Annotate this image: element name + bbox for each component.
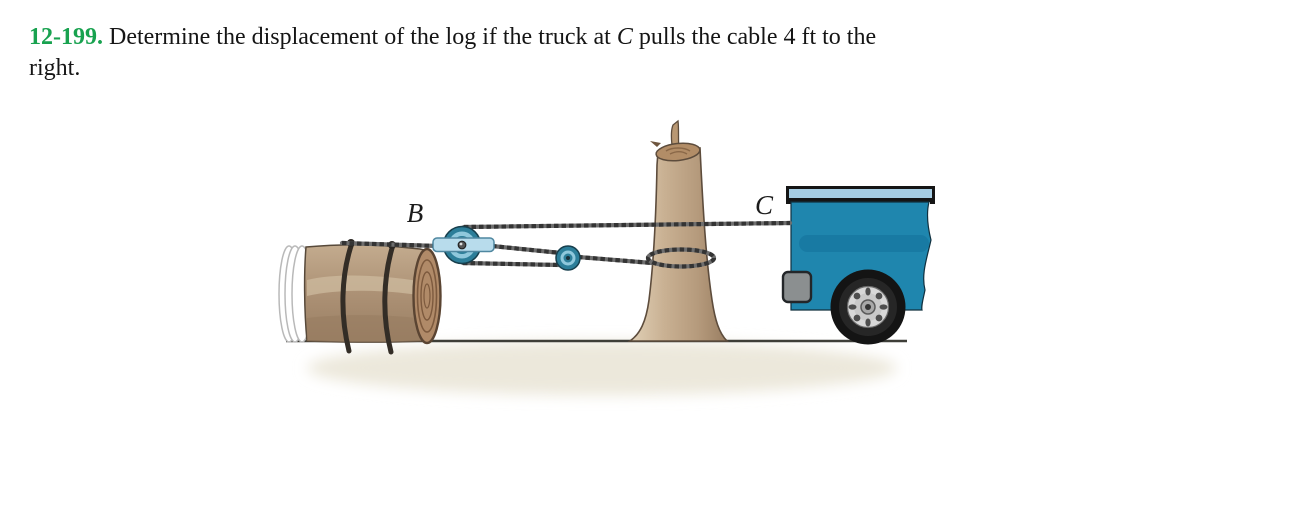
chain-top-b-to-truck-c (461, 220, 793, 230)
problem-line-1: 12-199. Determine the displacement of th… (29, 24, 876, 50)
truck-rail-cap-right (930, 186, 935, 204)
log-shade-band (307, 315, 424, 343)
truck (781, 186, 935, 345)
log-strap-1 (340, 240, 355, 354)
stump-body (627, 147, 729, 342)
truck-rail-cap-left (786, 186, 791, 204)
log-growth-ring-2 (420, 271, 434, 321)
chain-small-pulley-to-stump (575, 254, 655, 266)
label-pulley-b: B (407, 198, 424, 228)
truck-rail-inner (789, 189, 932, 198)
stump-rim-notch (650, 141, 661, 147)
wheel-hub-center (865, 304, 871, 310)
chain-middle-bracket-to-small-pulley (489, 243, 564, 256)
truck-wheel (830, 269, 906, 345)
log-growth-ring-3 (423, 283, 431, 309)
truck-stripe (799, 235, 929, 252)
cable-system (339, 220, 793, 269)
stump-cut-texture (665, 147, 691, 155)
problem-number: 12-199. (29, 24, 103, 50)
log (278, 239, 442, 355)
wheel-lug-slots (848, 287, 888, 327)
tree-stump (627, 119, 729, 342)
truck-fender-box (781, 270, 813, 304)
label-truck-c: C (755, 190, 774, 220)
log-highlight-band (307, 275, 424, 296)
ground-shadow (307, 341, 897, 395)
pulley-b-axle-pin (457, 240, 467, 250)
problem-text-before-var: Determine the displacement of the log if… (109, 24, 617, 50)
problem-variable-c: C (616, 24, 633, 50)
log-strap-2 (382, 242, 396, 355)
log-growth-ring-1 (416, 259, 438, 333)
problem-line-2: right. (29, 55, 81, 81)
small-pulley-hub (566, 256, 570, 260)
pulley-b-axle-dot (459, 242, 463, 246)
chain-stump-loop (645, 247, 717, 269)
pulley-b (432, 225, 495, 265)
small-pulley (555, 245, 581, 271)
problem-text-after-var: pulls the cable 4 ft to the (632, 24, 877, 50)
figure-log-pulley-truck: B C (278, 119, 935, 395)
chain-log-to-pulley-b (339, 240, 441, 249)
chain-bottom-b-to-small-pulley (460, 260, 563, 268)
problem-statement: 12-199. Determine the displacement of th… (29, 22, 1259, 84)
